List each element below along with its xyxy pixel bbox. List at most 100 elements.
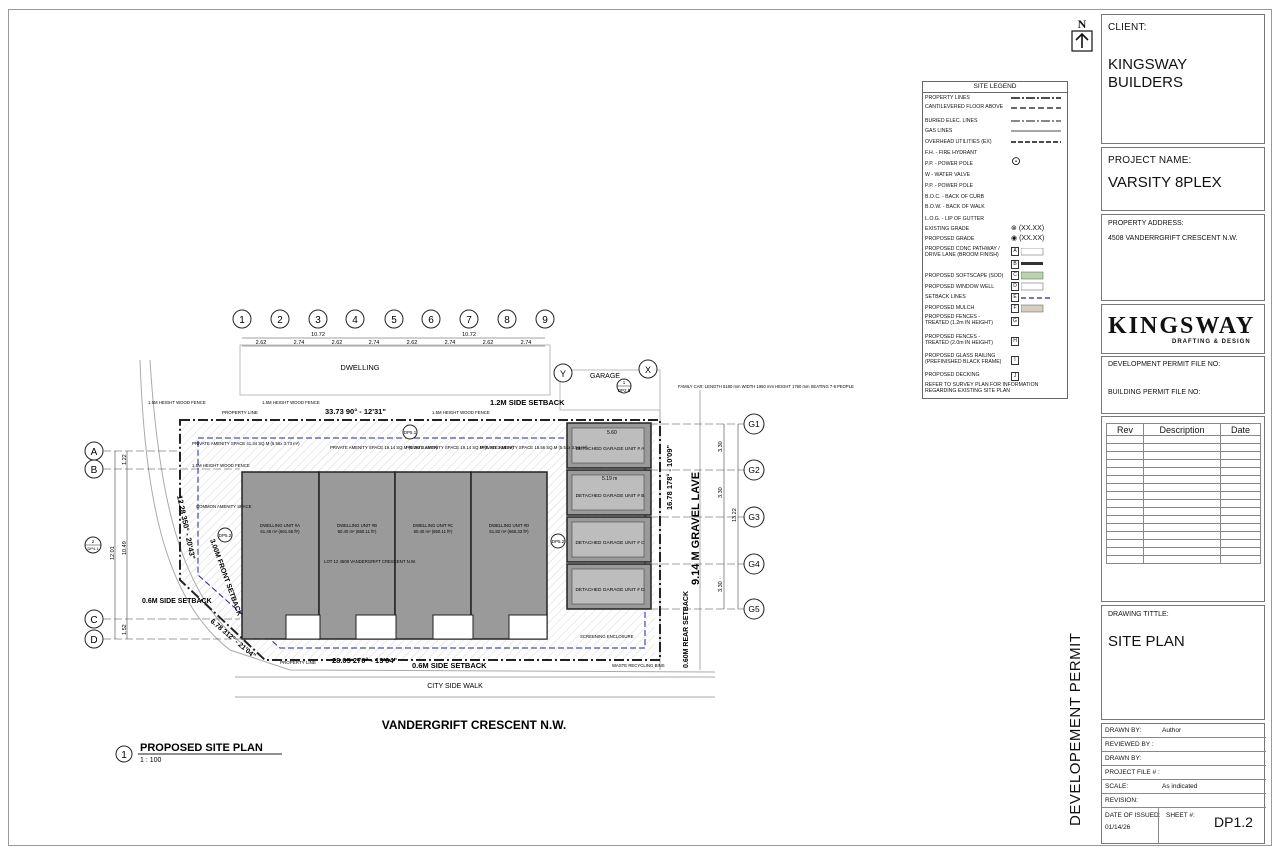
logo-box: KINGSWAY DRAFTING & DESIGN xyxy=(1101,304,1265,354)
project-name: VARSITY 8PLEX xyxy=(1108,174,1222,191)
detail-callout-dp5-2b: DP5.2 xyxy=(217,527,233,543)
legend-item: P.P. - POWER POLE xyxy=(925,161,973,167)
grid-bubble: G3 xyxy=(743,506,765,528)
legend-symbol xyxy=(1011,97,1061,99)
side-setback-left: 0.6M SIDE SETBACK xyxy=(142,598,212,605)
svg-text:2.62: 2.62 xyxy=(407,340,418,346)
detached-garages xyxy=(566,422,652,610)
legend-item: PROPOSED MULCH xyxy=(925,305,975,311)
drawn-row: PROJECT FILE # : xyxy=(1102,766,1266,780)
amenity-c: PRIVATE AMENITY SPACE 19.14 SQ.M (5.36x … xyxy=(406,445,514,450)
garage-dim-2: 5.19 m xyxy=(602,476,617,482)
garage-label: GARAGE xyxy=(590,373,620,380)
unit-b-name: DWELLING UNIT #B xyxy=(337,523,377,528)
address-value: 4508 VANDERRGRIFT CRESCENT N.W. xyxy=(1108,235,1238,242)
grid-bubble: 2 xyxy=(270,309,290,329)
sheet-label: SHEET #: xyxy=(1166,812,1195,819)
legend-title: SITE LEGEND xyxy=(923,82,1067,93)
grid-bubble: 4 xyxy=(345,309,365,329)
legend-symbol xyxy=(1011,141,1061,143)
fence-side: 1.5M HEIGHT WOOD FENCE xyxy=(192,463,250,468)
unit-d-name: DWELLING UNIT #D xyxy=(489,523,529,528)
garage-b-label: DETACHED GARAGE UNIT # B xyxy=(576,493,645,499)
legend-item: PROPERTY LINES xyxy=(925,95,970,101)
drawing-title-label: DRAWING TITTLE: xyxy=(1108,611,1169,618)
fence-left: 1.5M HEIGHT WOOD FENCE xyxy=(148,400,206,405)
svg-text:2.62: 2.62 xyxy=(256,340,267,346)
svg-text:2.74: 2.74 xyxy=(445,340,456,346)
drawn-row: DRAWN BY: xyxy=(1102,752,1266,766)
grid-bubble: 9 xyxy=(535,309,555,329)
svg-text:2.74: 2.74 xyxy=(521,340,532,346)
svg-text:D: D xyxy=(90,635,97,646)
svg-text:B: B xyxy=(91,465,98,476)
garage-dim-1: 5.60 xyxy=(607,430,617,436)
dwelling-units xyxy=(241,471,548,640)
unit-b-area: 60.40 m² (650.11 ft²) xyxy=(338,529,377,534)
client-name-1: KINGSWAY xyxy=(1108,56,1188,73)
lot-label: LOT 12 4508 VANDERGRIFT CRESCENT N.W. xyxy=(324,559,416,564)
legend-item: F.H. - FIRE HYDRANT xyxy=(925,150,978,156)
date-issued: 01/14/26 xyxy=(1105,824,1131,831)
bearing-top: 33.73 90° - 12'31" xyxy=(325,407,386,416)
north-label: N xyxy=(1077,17,1087,31)
svg-text:3.30: 3.30 xyxy=(718,441,724,452)
legend-item: PROPOSED DECKING xyxy=(925,372,980,378)
drawn-row: REVISION: xyxy=(1102,794,1266,808)
svg-text:12.01: 12.01 xyxy=(110,546,116,560)
unit-a-area: 61.46 m² (661.55 ft²) xyxy=(260,529,300,534)
svg-text:7: 7 xyxy=(466,315,472,326)
svg-text:3.30: 3.30 xyxy=(718,581,724,592)
svg-text:1.52: 1.52 xyxy=(122,624,128,635)
svg-text:A: A xyxy=(91,447,98,458)
legend-item: P.P. - POWER POLE xyxy=(925,183,973,189)
legend-item: PROPOSED GLASS RAILING (PREFINISHED BLAC… xyxy=(925,353,1002,365)
logo-sub: DRAFTING & DESIGN xyxy=(1172,339,1251,345)
unit-d-area: 61.82 m² (665.33 ft²) xyxy=(489,529,529,534)
property-line-bottom: PROPERTY LINE xyxy=(280,660,316,665)
drawn-row: SCALE:As indicated xyxy=(1102,780,1266,794)
svg-text:3.30: 3.30 xyxy=(718,487,724,498)
permit-file-box: DEVELOPMENT PERMIT FILE NO: BUILDING PER… xyxy=(1101,356,1265,414)
legend-item: PROPOSED SOFTSCAPE (SOD) xyxy=(925,273,1004,279)
north-arrow: N xyxy=(1071,18,1093,52)
grid-bubble: C xyxy=(84,609,104,629)
svg-text:DP4.1: DP4.1 xyxy=(87,546,99,551)
dwelling-label: DWELLING xyxy=(340,363,379,372)
detail-callout-dp5-1: DP5.1 xyxy=(402,424,418,440)
date-issued-label: DATE OF ISSUED: xyxy=(1105,812,1161,819)
svg-text:6: 6 xyxy=(428,315,434,326)
drawing-title-box: DRAWING TITTLE: SITE PLAN xyxy=(1101,605,1265,720)
svg-text:10.72: 10.72 xyxy=(311,332,325,338)
side-setback-bottom: 0.6M SIDE SETBACK xyxy=(412,661,487,670)
unit-c-area: 60.40 m² (650.11 ft²) xyxy=(414,529,453,534)
client-label: CLIENT: xyxy=(1108,22,1147,33)
svg-text:9: 9 xyxy=(542,315,548,326)
address-box: PROPERTY ADDRESS: 4508 VANDERRGRIFT CRES… xyxy=(1101,214,1265,301)
svg-text:X: X xyxy=(645,365,651,375)
svg-text:2.74: 2.74 xyxy=(294,340,305,346)
proposed-grade-icon: ◉ (XX.XX) xyxy=(1011,235,1045,242)
svg-text:2.62: 2.62 xyxy=(332,340,343,346)
client-name-2: BUILDERS xyxy=(1108,74,1184,91)
svg-text:13.22: 13.22 xyxy=(732,508,738,522)
grid-bubble-x: X xyxy=(638,359,658,379)
grid-bubble: B xyxy=(84,459,104,479)
legend-item: EXISTING GRADE xyxy=(925,226,970,232)
garage-a-label: DETACHED GARAGE UNIT # A xyxy=(576,446,645,452)
svg-text:DP5.1: DP5.1 xyxy=(404,430,417,435)
screening-label: SCREENING ENCLOSURE xyxy=(580,634,634,639)
legend-item: GAS LINES xyxy=(925,128,953,134)
existing-grade-icon: ⊗ (XX.XX) xyxy=(1011,225,1045,232)
legend-item: B.O.C. - BACK OF CURB xyxy=(925,194,985,200)
project-label: PROJECT NAME: xyxy=(1108,155,1192,166)
sheet-border xyxy=(8,9,1272,846)
common-amenity: COMMON AMENITY SPACE xyxy=(196,504,252,509)
svg-text:DP5.2: DP5.2 xyxy=(552,539,565,544)
property-line-top: PROPERTY LINE xyxy=(222,410,258,415)
legend-item: W - WATER VALVE xyxy=(925,172,971,178)
site-legend: SITE LEGEND PROPERTY LINES CANTILEVERED … xyxy=(922,81,1068,399)
svg-text:2.62: 2.62 xyxy=(483,340,494,346)
